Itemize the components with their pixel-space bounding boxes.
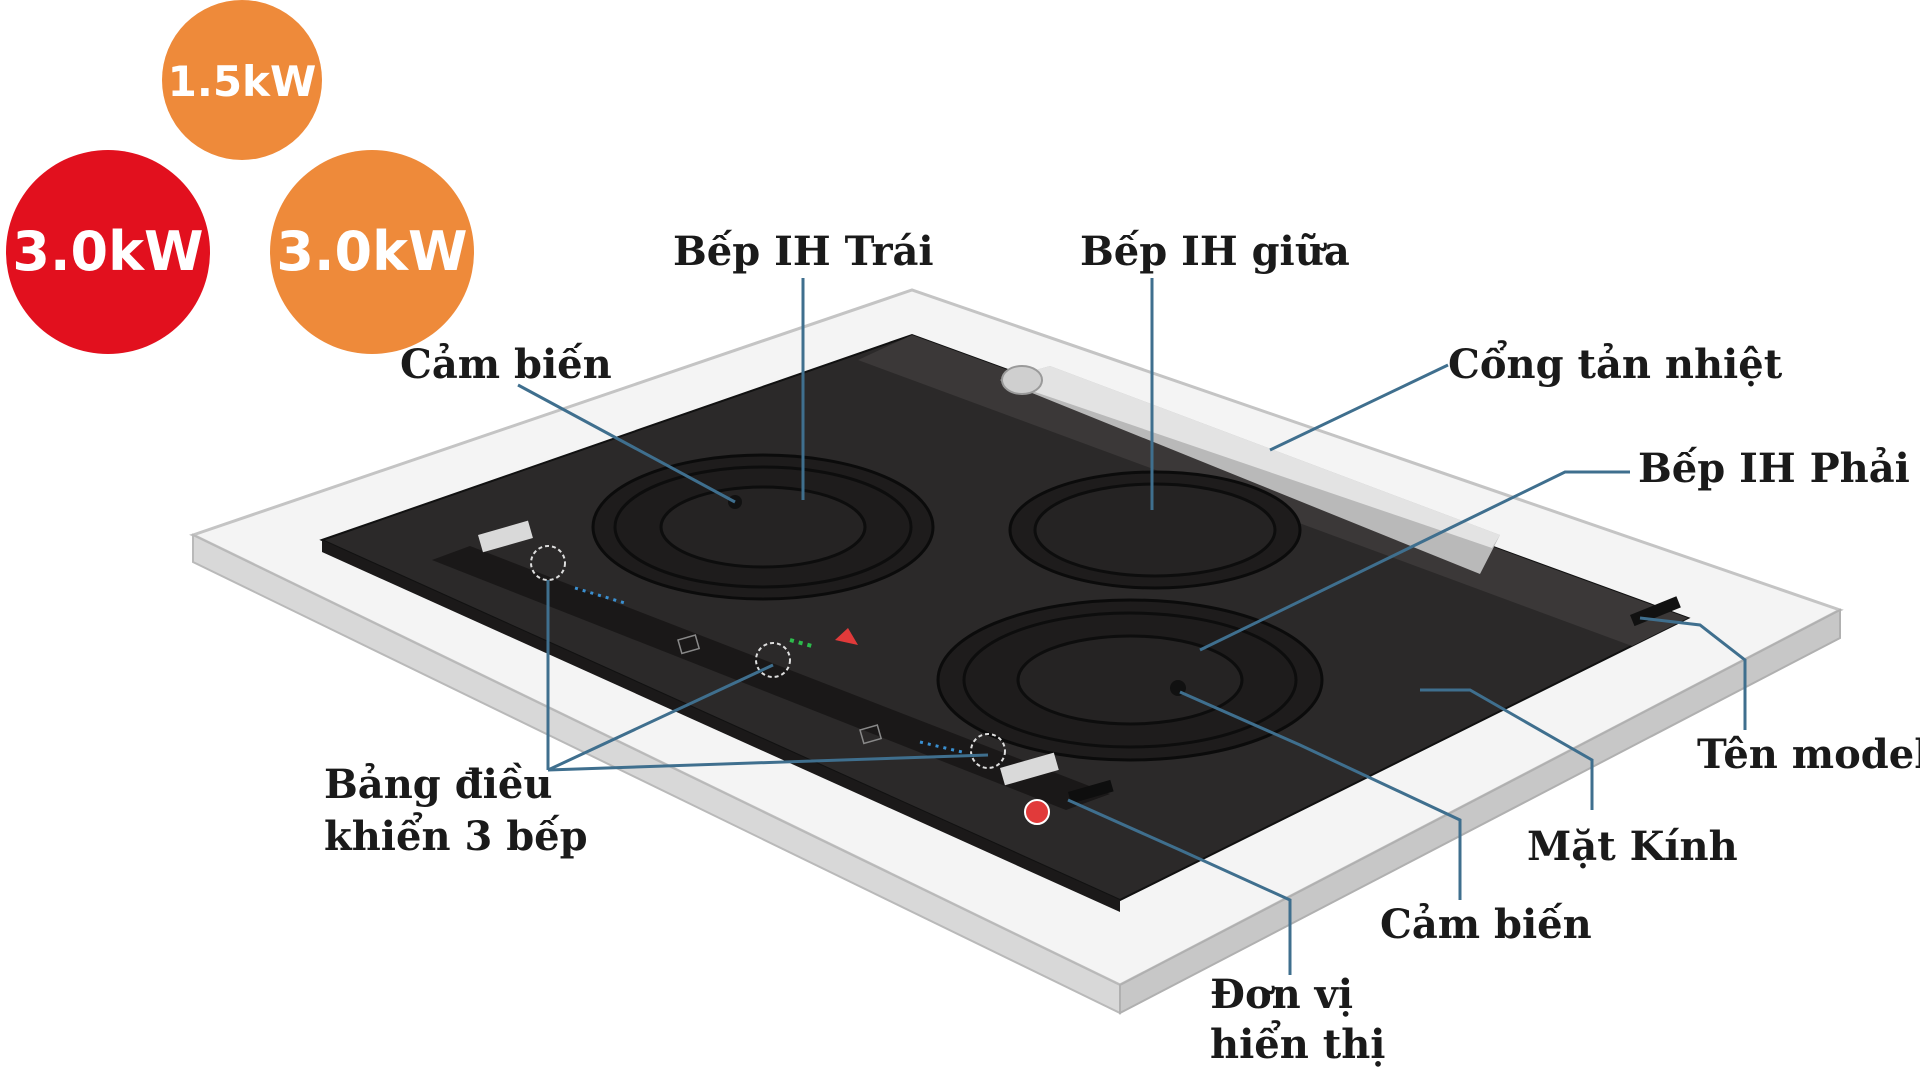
green-indicator-dots bbox=[789, 638, 813, 648]
control-square-icon[interactable] bbox=[677, 634, 701, 655]
left-burner-knob-icon[interactable] bbox=[530, 545, 566, 581]
glass-front-bevel bbox=[322, 540, 1120, 912]
label-display-unit-line2: hiển thị bbox=[1210, 1021, 1386, 1068]
label-left-burner: Bếp IH Trái bbox=[673, 228, 934, 275]
vent-highlight bbox=[1000, 366, 1500, 548]
label-display-unit-line1: Đơn vị bbox=[1210, 971, 1353, 1018]
badge-text-1-5kw: 1.5kW bbox=[168, 57, 317, 106]
control-panel-strip bbox=[432, 546, 1110, 810]
left-display-window bbox=[478, 520, 533, 553]
leader-model-name bbox=[1639, 616, 1747, 730]
leader-sensor-left bbox=[517, 383, 736, 504]
left-burner-inner-ring bbox=[659, 485, 867, 569]
leader-panel-middle bbox=[547, 663, 774, 772]
leader-glass-top bbox=[1420, 688, 1594, 810]
leader-display-unit bbox=[1067, 798, 1292, 975]
label-right-burner: Bếp IH Phải bbox=[1638, 445, 1910, 492]
badge-text-3kw-right: 3.0kW bbox=[276, 220, 467, 283]
left-burner-middle-ring bbox=[613, 465, 913, 589]
left-level-dots bbox=[574, 586, 629, 606]
left-ih-burner bbox=[591, 453, 935, 601]
frame-right-edge bbox=[1119, 608, 1841, 1015]
heat-vent bbox=[1000, 365, 1500, 574]
leader-panel-right bbox=[547, 753, 989, 772]
right-burner-inner-ring bbox=[1016, 634, 1244, 726]
power-badge-3kw-left: 3.0kW bbox=[6, 150, 210, 354]
badge-text-3kw-left: 3.0kW bbox=[12, 220, 203, 283]
label-sensor-left: Cảm biến bbox=[400, 341, 612, 388]
badge-circle-red bbox=[6, 150, 210, 354]
vent-end-cap bbox=[1001, 365, 1043, 395]
middle-ih-burner bbox=[1008, 470, 1302, 590]
label-middle-burner: Bếp IH giữa bbox=[1080, 228, 1350, 275]
control-square-icon-right[interactable] bbox=[859, 724, 883, 745]
right-burner-middle-ring bbox=[962, 611, 1298, 749]
label-model-name: Tên model bbox=[1697, 731, 1920, 778]
label-glass-top: Mặt Kính bbox=[1527, 823, 1738, 870]
label-control-panel-line2: khiển 3 bếp bbox=[324, 813, 588, 860]
badge-circle-orange-large bbox=[270, 150, 474, 354]
power-badge-1-5kw: 1.5kW bbox=[162, 0, 322, 160]
right-display-window bbox=[1000, 752, 1059, 786]
leader-heat-vent bbox=[1269, 363, 1449, 452]
middle-burner-knob-icon[interactable] bbox=[755, 642, 791, 678]
leader-right-burner bbox=[1199, 470, 1630, 652]
leader-sensor-right bbox=[1179, 690, 1462, 900]
display-unit-area bbox=[1068, 779, 1114, 804]
middle-burner-inner-ring bbox=[1033, 482, 1277, 578]
power-button[interactable] bbox=[1024, 799, 1050, 825]
label-control-panel-line1: Bảng điều bbox=[324, 761, 552, 808]
leader-lines bbox=[517, 278, 1747, 975]
label-sensor-right: Cảm biến bbox=[1380, 901, 1592, 948]
right-burner-knob-icon[interactable] bbox=[970, 733, 1006, 769]
label-heat-vent: Cổng tản nhiệt bbox=[1448, 341, 1783, 388]
right-ih-burner bbox=[936, 598, 1324, 762]
warning-triangle-icon bbox=[835, 628, 858, 645]
badge-circle-orange-small bbox=[162, 0, 322, 160]
control-panel bbox=[432, 520, 1114, 825]
power-badge-3kw-right: 3.0kW bbox=[270, 150, 474, 354]
